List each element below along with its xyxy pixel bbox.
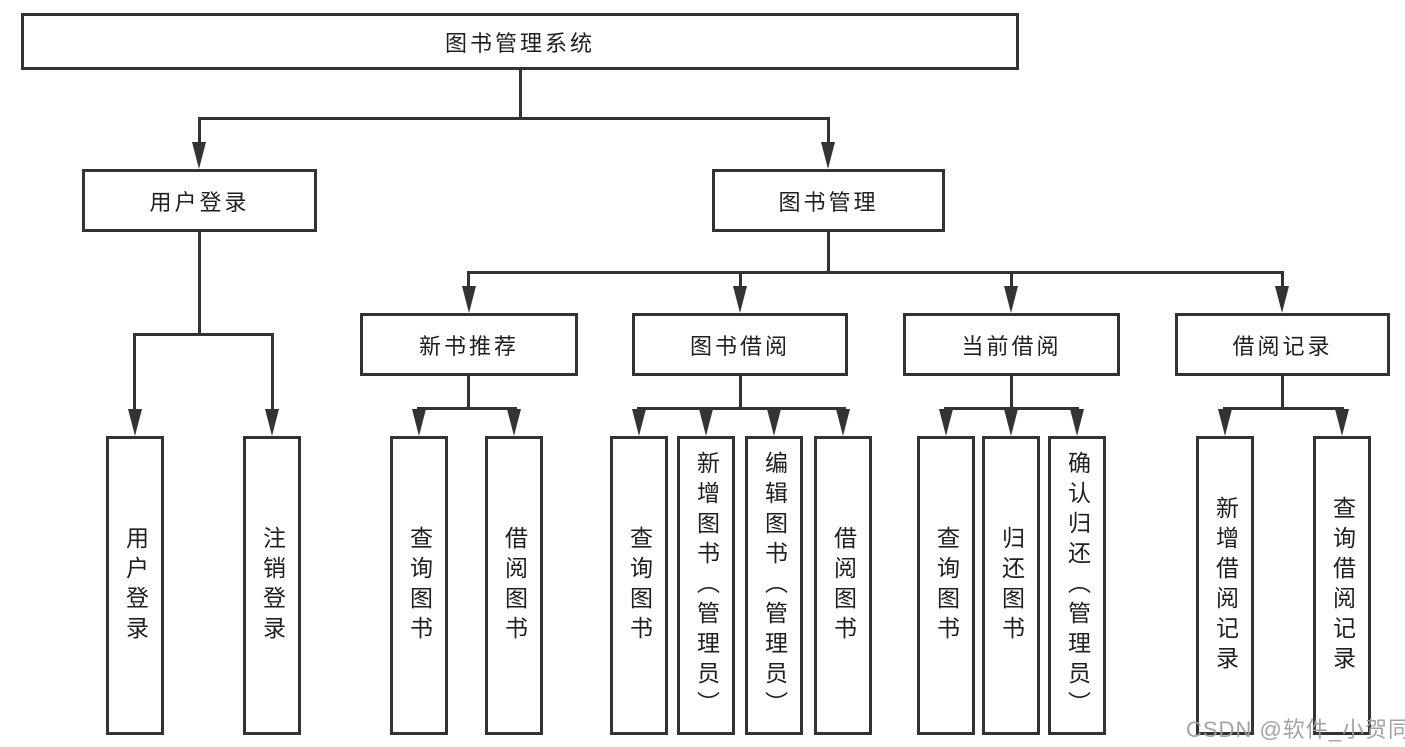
connector-line bbox=[519, 69, 522, 119]
node-label: 借阅图书 bbox=[830, 525, 857, 646]
node-label: 图书借阅 bbox=[689, 333, 790, 359]
connector-line bbox=[1010, 271, 1013, 288]
arrowhead-down-icon bbox=[1070, 409, 1084, 436]
connector-line bbox=[739, 271, 742, 288]
node-label: 用户登录 bbox=[122, 525, 149, 646]
node-label: 当前借阅 bbox=[961, 333, 1062, 359]
connector-line bbox=[637, 407, 846, 410]
node-label: 借阅记录 bbox=[1232, 333, 1333, 359]
leaf-logout: 注销登录 bbox=[243, 436, 301, 735]
leaf-query-borrow-record: 查询借阅记录 bbox=[1313, 436, 1371, 735]
node-label: 注销登录 bbox=[259, 525, 286, 646]
node-new-book-recommend: 新书推荐 bbox=[360, 313, 578, 376]
node-label: 借阅图书 bbox=[501, 525, 528, 646]
connector-line bbox=[1281, 271, 1284, 288]
leaf-return-book: 归还图书 bbox=[982, 436, 1040, 735]
leaf-add-borrow-record: 新增借阅记录 bbox=[1196, 436, 1254, 735]
node-label: 图书管理 bbox=[778, 189, 879, 215]
connector-line bbox=[133, 333, 274, 336]
csdn-watermark: CSDN @软件_小贺同学 bbox=[1186, 717, 1405, 742]
arrowhead-down-icon bbox=[836, 409, 850, 436]
arrowhead-down-icon bbox=[939, 409, 953, 436]
arrowhead-down-icon bbox=[265, 409, 279, 436]
connector-line bbox=[827, 117, 830, 145]
node-label: 查询图书 bbox=[626, 525, 653, 646]
node-label: 编辑图书（管理员） bbox=[761, 450, 788, 721]
connector-line bbox=[467, 375, 470, 409]
node-label: 查询图书 bbox=[406, 525, 433, 646]
node-label: 新书推荐 bbox=[418, 333, 519, 359]
node-label: 图书管理系统 bbox=[444, 30, 595, 56]
arrowhead-down-icon bbox=[821, 142, 835, 169]
leaf-borrow-book-recommend: 借阅图书 bbox=[485, 436, 543, 735]
connector-line bbox=[417, 407, 517, 410]
arrowhead-down-icon bbox=[462, 286, 476, 313]
connector-line bbox=[467, 271, 1284, 274]
node-label: 查询借阅记录 bbox=[1329, 495, 1356, 676]
connector-line bbox=[739, 375, 742, 409]
node-root: 图书管理系统 bbox=[21, 13, 1019, 70]
connector-line bbox=[198, 230, 201, 335]
arrowhead-down-icon bbox=[1275, 286, 1289, 313]
leaf-user-login: 用户登录 bbox=[106, 436, 164, 735]
connector-line bbox=[1010, 375, 1013, 409]
connector-line bbox=[1281, 375, 1284, 409]
arrowhead-down-icon bbox=[1335, 409, 1349, 436]
connector-line bbox=[467, 271, 470, 288]
node-book-management: 图书管理 bbox=[712, 169, 945, 232]
connector-line bbox=[1223, 407, 1344, 410]
arrowhead-down-icon bbox=[733, 286, 747, 313]
leaf-query-book-borrowing: 查询图书 bbox=[610, 436, 668, 735]
leaf-query-book-recommend: 查询图书 bbox=[390, 436, 448, 735]
arrowhead-down-icon bbox=[412, 409, 426, 436]
arrowhead-down-icon bbox=[699, 409, 713, 436]
arrowhead-down-icon bbox=[1004, 286, 1018, 313]
arrowhead-down-icon bbox=[767, 409, 781, 436]
node-label: 用户登录 bbox=[149, 189, 250, 215]
leaf-edit-book-admin: 编辑图书（管理员） bbox=[745, 436, 803, 735]
arrowhead-down-icon bbox=[192, 142, 206, 169]
node-label: 新增借阅记录 bbox=[1212, 495, 1239, 676]
connector-line bbox=[198, 117, 201, 145]
arrowhead-down-icon bbox=[507, 409, 521, 436]
connector-line bbox=[827, 230, 830, 274]
node-book-borrowing: 图书借阅 bbox=[632, 313, 848, 376]
leaf-query-book-current: 查询图书 bbox=[917, 436, 975, 735]
arrowhead-down-icon bbox=[128, 409, 142, 436]
leaf-add-book-admin: 新增图书（管理员） bbox=[677, 436, 735, 735]
arrowhead-down-icon bbox=[632, 409, 646, 436]
connector-line bbox=[133, 333, 136, 411]
arrowhead-down-icon bbox=[1004, 409, 1018, 436]
leaf-confirm-return-admin: 确认归还（管理员） bbox=[1048, 436, 1106, 735]
node-label: 新增图书（管理员） bbox=[693, 450, 720, 721]
connector-line bbox=[271, 333, 274, 411]
connector-line bbox=[198, 117, 830, 120]
node-user-login: 用户登录 bbox=[82, 169, 317, 232]
node-borrowing-records: 借阅记录 bbox=[1175, 313, 1390, 376]
node-label: 归还图书 bbox=[998, 525, 1025, 646]
arrowhead-down-icon bbox=[1218, 409, 1232, 436]
node-label: 确认归还（管理员） bbox=[1064, 450, 1091, 721]
node-label: 查询图书 bbox=[933, 525, 960, 646]
node-current-borrowing: 当前借阅 bbox=[903, 313, 1120, 376]
leaf-borrow-book-borrowing: 借阅图书 bbox=[814, 436, 872, 735]
